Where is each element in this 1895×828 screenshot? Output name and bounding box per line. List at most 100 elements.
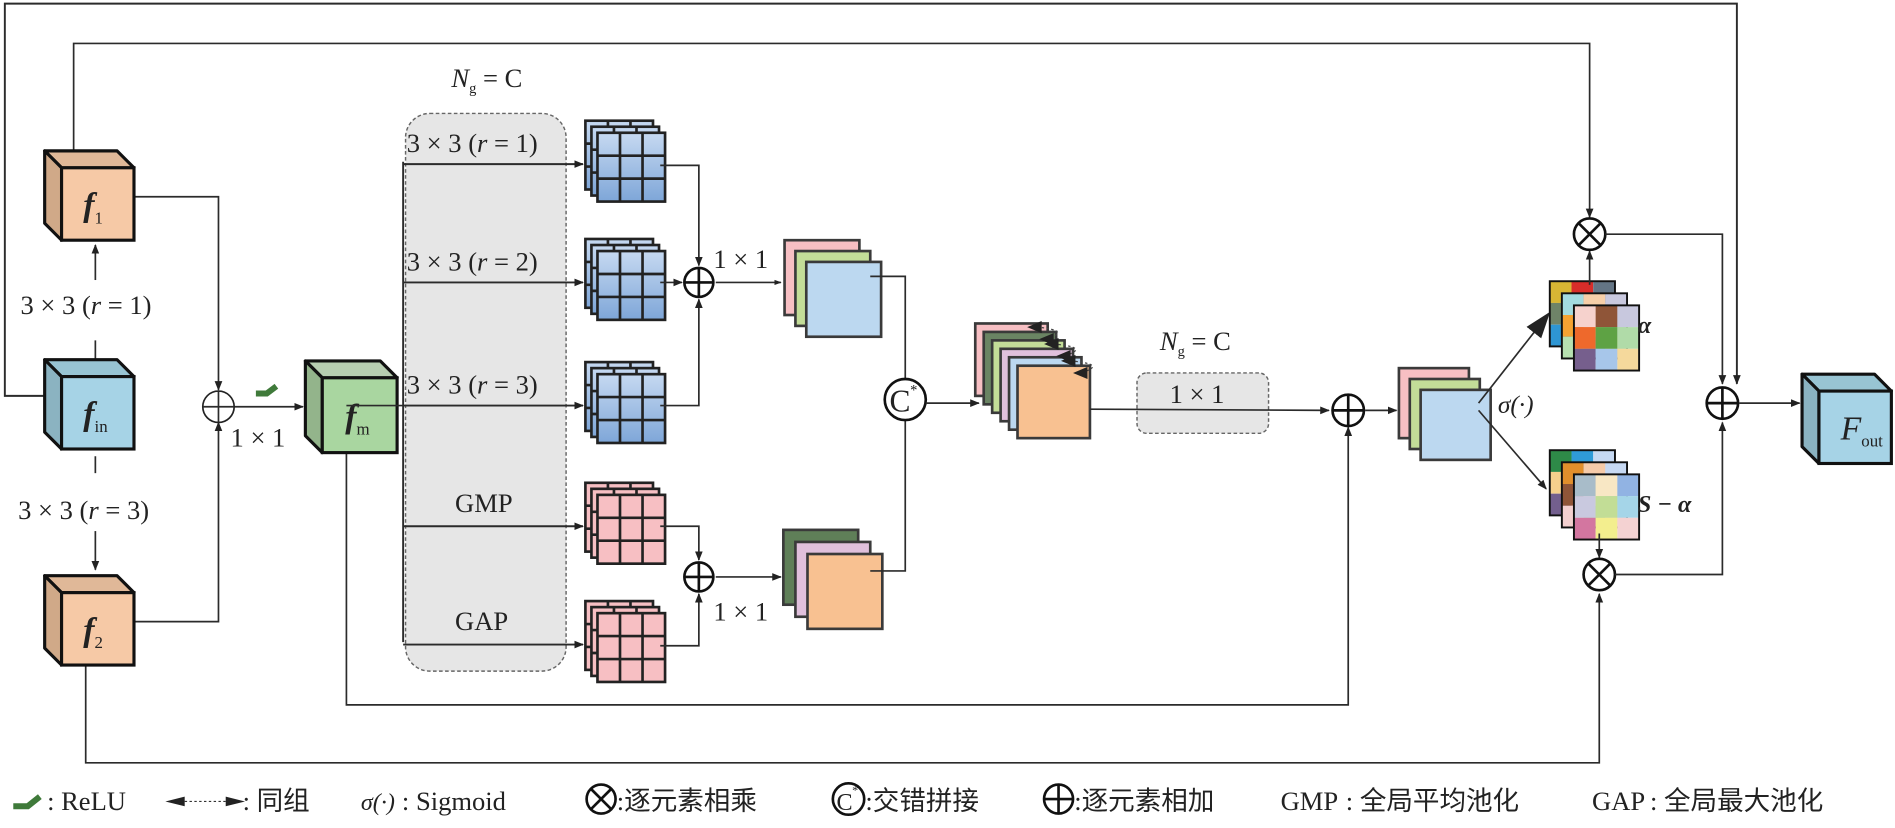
weight-cell xyxy=(1573,305,1596,328)
branch-5: GAP xyxy=(403,599,667,684)
line-pool-to-concat xyxy=(870,417,907,572)
label-s-minus-alpha: S − α xyxy=(1638,491,1692,518)
feature-cube-fm: fm xyxy=(303,359,399,455)
add-op-fusion xyxy=(1331,393,1366,428)
multiply-op-s-alpha xyxy=(1582,557,1617,592)
line-dilated-to-concat xyxy=(870,275,907,382)
legend-multiply-text: :逐元素相乘 xyxy=(617,786,757,816)
weight-map-border xyxy=(1572,473,1641,541)
weight-cell xyxy=(1595,496,1618,518)
add-op-pool xyxy=(683,561,715,593)
feature-stack-pool xyxy=(782,528,884,631)
line-gmp-to-add xyxy=(660,525,703,562)
cube-front-face xyxy=(59,591,136,667)
branch-2: 3 × 3 (r = 2) xyxy=(403,237,667,322)
group-conv-box xyxy=(404,112,567,672)
arrow-head xyxy=(1027,321,1042,334)
arrow-to-s-alpha xyxy=(1477,409,1547,490)
add-op-output xyxy=(1705,386,1740,421)
line-salpha-mult-to-add xyxy=(1614,421,1727,576)
weight-map-border xyxy=(1572,304,1641,372)
label-sigmoid: σ(·) xyxy=(1498,391,1534,419)
feature-stack-shuffled xyxy=(973,321,1094,440)
weight-cell xyxy=(1595,348,1618,371)
cube-front-face xyxy=(59,375,136,451)
svg-text:*: * xyxy=(910,383,917,399)
kernel-grid xyxy=(596,372,667,445)
legend-gmp-symbol: GMP xyxy=(1281,786,1339,816)
s-minus-alpha-weight-maps xyxy=(1548,449,1641,541)
cube-side-face xyxy=(303,359,324,455)
label-ng-c-top: Ng = C xyxy=(450,63,522,97)
cube-side-face xyxy=(43,149,64,242)
legend-sigma-symbol: σ(·) xyxy=(361,789,395,816)
feature-map xyxy=(804,260,883,339)
feature-cube-f2: f2 xyxy=(43,574,136,667)
kernel-grid xyxy=(596,249,667,322)
label-1x1-group: 1 × 1 xyxy=(1170,379,1225,409)
weight-cell xyxy=(1595,517,1618,540)
arrow-head xyxy=(1073,366,1088,379)
grid-cell-block xyxy=(596,131,667,203)
cube-label: fm xyxy=(345,398,369,438)
line-r1-to-add xyxy=(660,164,703,267)
label-alpha: α xyxy=(1638,312,1652,339)
weight-cell xyxy=(1617,327,1640,349)
cube-front-face xyxy=(1817,389,1893,466)
branch-label: GMP xyxy=(455,488,513,518)
grid-cell-block xyxy=(596,249,667,322)
kernel-grid xyxy=(596,493,667,565)
relu-icon xyxy=(255,383,279,397)
arrow-head xyxy=(1060,354,1076,367)
legend: : ReLU : 同组 σ(·) : Sigmoid :逐元素相乘 C * :交… xyxy=(13,782,1823,817)
weight-cell xyxy=(1595,305,1618,328)
arrow-to-alpha xyxy=(1477,311,1551,404)
legend-gmp-text: : 全局平均池化 xyxy=(1346,786,1519,816)
branch-3: 3 × 3 (r = 3) xyxy=(403,360,667,445)
label-conv-r1: 3 × 3 (r = 1) xyxy=(21,290,152,320)
line-f1-to-add xyxy=(133,195,223,391)
feature-cube-fin: fin xyxy=(43,358,136,451)
line-gap-to-add xyxy=(660,592,703,647)
skip-line-f1-to-alpha-mult xyxy=(72,42,1594,219)
legend-relu-text: : ReLU xyxy=(47,786,126,816)
skip-line-f2-to-salpha-mult xyxy=(84,592,1604,764)
cube-side-face xyxy=(43,574,64,667)
arrow-head xyxy=(1044,337,1059,351)
legend-gap-text: : 全局最大池化 xyxy=(1650,786,1823,816)
skip-line-fm-to-fusion-add xyxy=(345,426,1353,706)
cube-front-face xyxy=(320,376,399,455)
legend-same-group-icon xyxy=(165,796,246,807)
grid-cell-block xyxy=(596,372,667,445)
add-op-dilated xyxy=(683,266,715,299)
branch-label: GAP xyxy=(455,606,508,636)
label-ng-c-mid: Ng = C xyxy=(1159,326,1231,360)
weight-cell xyxy=(1573,517,1596,540)
weight-map-front xyxy=(1572,473,1641,541)
weight-cell xyxy=(1595,474,1618,497)
connection-lines xyxy=(3,2,1741,764)
arrow-to-fusion-add xyxy=(1089,406,1330,415)
svg-text:C: C xyxy=(890,384,911,419)
legend-add-text: :逐元素相加 xyxy=(1074,786,1214,816)
grid-cell-block xyxy=(596,611,667,684)
same-group-shuffle-arrow xyxy=(1060,354,1094,379)
legend-same-group-text: : 同组 xyxy=(243,786,310,816)
multiply-op-alpha xyxy=(1572,217,1607,252)
weight-cell xyxy=(1617,496,1640,518)
weight-cell xyxy=(1595,327,1618,349)
feature-map xyxy=(806,552,884,631)
legend-multiply-icon xyxy=(585,783,617,815)
cube-label: Fout xyxy=(1840,410,1884,450)
line-alpha-mult-to-add xyxy=(1605,233,1727,385)
cube-label: f1 xyxy=(83,187,103,227)
legend-relu-icon xyxy=(13,794,42,810)
alpha-weight-maps xyxy=(1548,280,1641,372)
kernel-grid xyxy=(596,611,667,684)
feature-stack-fused xyxy=(1397,366,1492,462)
svg-text:C: C xyxy=(836,789,852,816)
line-f2-to-add xyxy=(133,421,223,623)
cube-label: f2 xyxy=(83,612,103,652)
cube-front-face xyxy=(59,166,136,242)
